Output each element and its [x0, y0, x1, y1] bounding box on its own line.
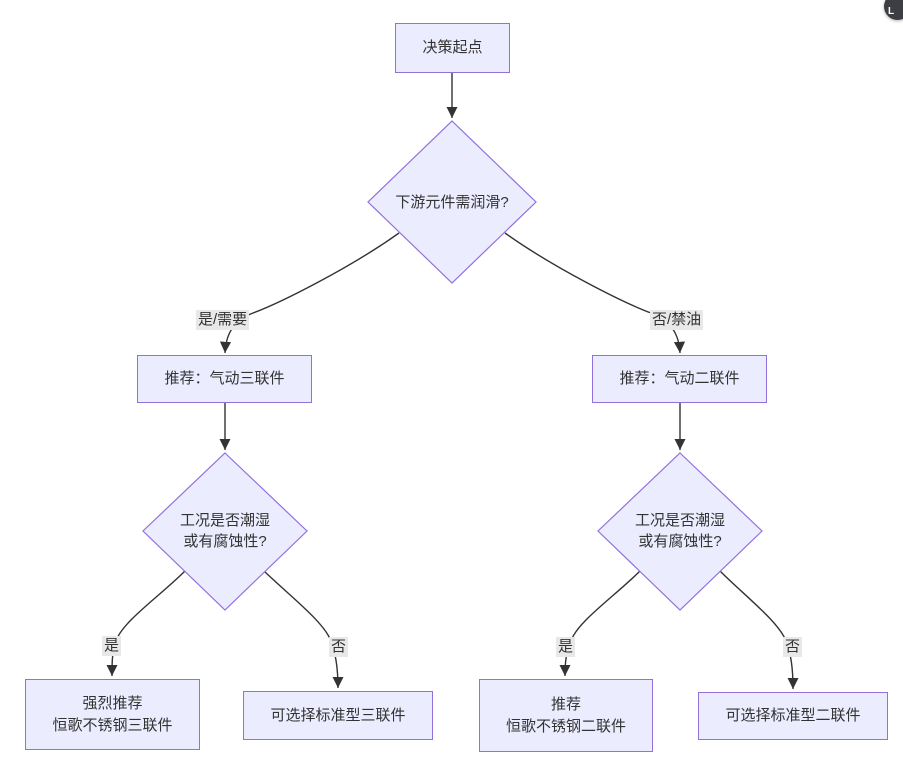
corner-widget-glyph: L [888, 6, 895, 17]
edge-q1-no [504, 232, 686, 354]
edge-label-yes-left: 是 [102, 636, 122, 656]
node-start: 决策起点 [395, 23, 510, 73]
node-standard-triple: 可选择标准型三联件 [243, 691, 433, 740]
label-q-env-left: 工况是否潮湿 或有腐蚀性? [179, 512, 270, 550]
edge-q3-yes [559, 570, 641, 677]
edge-label-no-right: 否 [783, 637, 803, 657]
label-q-lubrication: 下游元件需润滑? [395, 194, 509, 211]
corner-floating-button[interactable]: L [884, 0, 903, 20]
edge-label-no-oil: 否/禁油 [650, 310, 704, 330]
node-recommend-double: 推荐：气动二联件 [592, 355, 767, 403]
node-recommend-triple: 推荐：气动三联件 [137, 355, 312, 403]
decision-diamond-lubrication [367, 120, 537, 284]
edge-q3-no [719, 570, 799, 690]
edge-label-yes-right: 是 [556, 637, 576, 657]
edge-q2-yes [106, 570, 186, 677]
label-q-env-right: 工况是否潮湿 或有腐蚀性? [634, 512, 725, 550]
node-stainless-triple: 强烈推荐 恒歌不锈钢三联件 [25, 679, 200, 750]
edge-label-yes-need: 是/需要 [196, 310, 250, 330]
node-standard-double: 可选择标准型二联件 [698, 692, 888, 740]
decision-diamond-env-right [597, 452, 763, 611]
node-stainless-double: 推荐 恒歌不锈钢二联件 [479, 679, 653, 752]
edge-q2-no [263, 570, 344, 689]
decision-diamond-env-left [142, 452, 308, 611]
edge-label-no-left: 否 [329, 637, 349, 657]
edge-q1-yes [219, 232, 400, 354]
